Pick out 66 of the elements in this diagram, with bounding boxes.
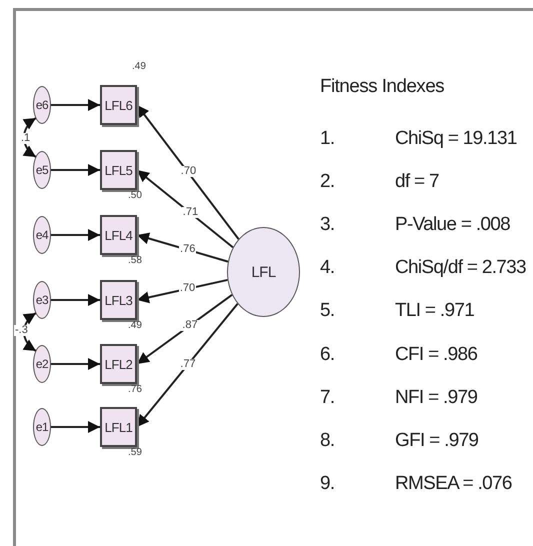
fit-index-value: CFI = .986 [395,344,478,366]
variable-name: LFL1 [104,420,132,434]
list-number: 1. [320,128,336,150]
arrow [136,294,233,365]
edge-label: .71 [182,206,200,218]
list-number: 8. [320,430,336,452]
edge-label: .1 [20,133,32,144]
fit-index-value: TLI = .971 [395,300,476,322]
arrow [136,278,228,304]
error-term-circle [33,86,51,124]
r-squared-value: .58 [128,255,142,266]
arrow [51,421,100,433]
arrow [136,232,228,263]
variable-name: LFL6 [104,98,132,112]
variable-name: LFL5 [104,162,132,178]
arrow [22,117,37,158]
arrow [136,169,234,248]
error-term-circle [33,281,51,319]
title: Fitness Indexes [320,76,444,98]
r-squared-value: .59 [128,447,142,458]
variable-name: e4 [36,228,48,242]
fit-index-value: P-Value = .008 [395,214,512,236]
r-squared-value: .76 [128,384,142,395]
arrow [136,303,238,428]
variable-name: e2 [36,357,48,371]
list-number: 6. [320,344,336,366]
error-term-circle [33,345,51,383]
list-number: 2. [320,170,336,193]
variable-name: LFL2 [104,356,132,372]
list-number: 4. [320,257,336,280]
variable-name: LFL3 [104,292,132,308]
fit-index-value: RMSEA = .076 [395,473,513,496]
arrow [22,312,37,352]
edge-label: .87 [181,320,199,331]
fit-index-value: GFI = .979 [395,430,480,452]
edge-label: -.3 [14,325,29,336]
r-squared-value: .49 [128,320,142,331]
arrow [51,229,100,241]
arrow [51,294,100,306]
variable-name: e3 [36,293,48,307]
edge-label: .77 [179,359,197,370]
list-number: 7. [320,386,336,409]
r-squared-value: .50 [128,190,142,201]
variable-name: LFL [251,264,276,280]
edge-label: .70 [180,166,198,178]
arrow [51,99,100,111]
arrow [51,164,100,176]
variable-name: LFL4 [104,228,132,242]
list-number: 3. [320,214,336,236]
error-term-circle [33,151,51,189]
error-term-circle [33,408,51,446]
variable-name: e5 [36,163,48,177]
fit-index-value: df = 7 [395,170,440,193]
list-number: 9. [320,473,336,496]
fit-index-value: ChiSq/df = 2.733 [395,257,526,280]
variable-name: e6 [36,98,48,112]
fit-index-value: NFI = .979 [395,386,478,409]
error-term-circle [33,216,51,254]
r-squared-value: .49 [132,61,146,72]
arrow [136,104,240,240]
fit-index-value: ChiSq = 19.131 [395,128,518,150]
variable-name: e1 [36,420,48,434]
list-number: 5. [320,300,336,322]
arrow [51,358,100,370]
edge-label: .70 [178,282,196,294]
edge-label: .76 [179,244,196,255]
